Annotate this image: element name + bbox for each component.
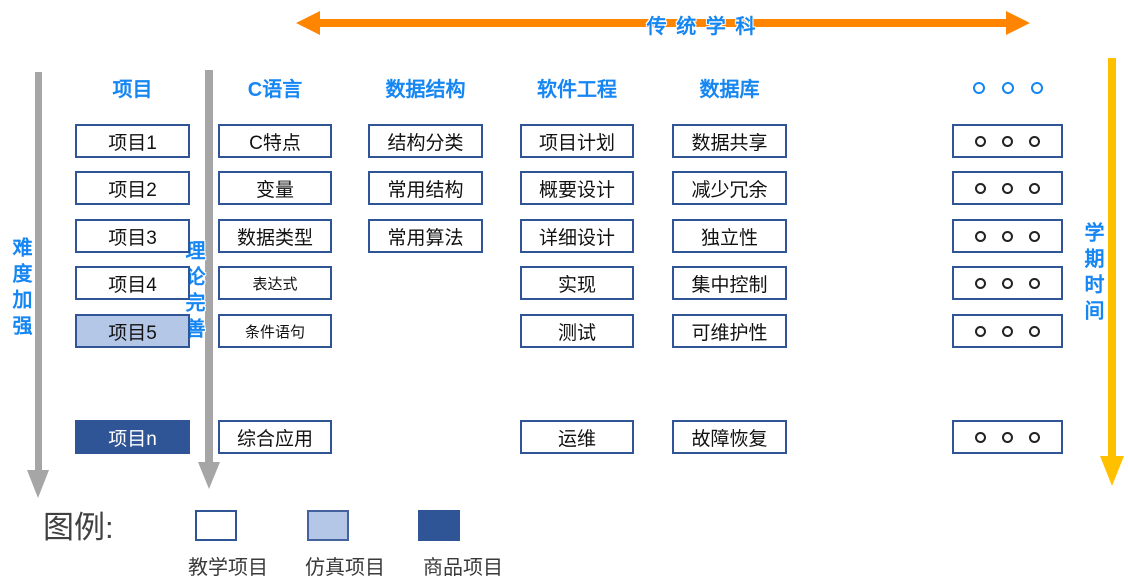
ellipsis-box [952, 171, 1063, 205]
dot-icon [975, 230, 986, 242]
ellipsis-box [952, 314, 1063, 348]
dot-icon [1030, 82, 1043, 94]
legend-label-commercial: 商品项目 [423, 557, 503, 579]
project-box-commercial: 项目n [75, 420, 190, 454]
dot-icon [1029, 325, 1040, 337]
dot-icon [1029, 277, 1040, 289]
ellipsis-box [952, 124, 1063, 158]
theory-axis-line [205, 70, 213, 462]
column-header-database: 数据库 [699, 79, 760, 101]
topic-box: 运维 [520, 420, 634, 454]
column-header-data-structure: 数据结构 [385, 79, 466, 101]
dot-icon [1001, 82, 1014, 94]
dot-icon [1002, 135, 1013, 147]
topic-box: 数据共享 [672, 124, 787, 158]
topic-box: 可维护性 [672, 314, 787, 348]
topic-box: 综合应用 [218, 420, 332, 454]
arrow-right-icon [1006, 11, 1030, 35]
topic-box: 实现 [520, 266, 634, 300]
dot-icon [1029, 431, 1040, 443]
topic-box: 概要设计 [520, 171, 634, 205]
dot-icon [972, 82, 985, 94]
ellipsis-box [952, 219, 1063, 253]
dot-icon [975, 325, 986, 337]
project-box: 项目2 [75, 171, 190, 205]
project-box-simulation: 项目5 [75, 314, 190, 348]
legend-swatch-teaching [195, 510, 237, 541]
topic-box: 独立性 [672, 219, 787, 253]
dot-icon [1002, 230, 1013, 242]
semester-time-axis-line [1108, 58, 1116, 456]
dot-icon [1029, 230, 1040, 242]
arrow-down-icon [27, 470, 49, 498]
topic-box: 详细设计 [520, 219, 634, 253]
legend-swatch-commercial [418, 510, 460, 541]
dot-icon [975, 277, 986, 289]
dot-icon [1002, 431, 1013, 443]
semester-time-label: 学期时间 [1081, 222, 1103, 326]
dot-icon [1002, 182, 1013, 194]
column-header-software-engineering: 软件工程 [537, 79, 617, 101]
ellipsis-box [952, 266, 1063, 300]
topic-box: 减少冗余 [672, 171, 787, 205]
arrow-down-icon [1100, 456, 1124, 486]
legend-label-simulation: 仿真项目 [305, 557, 385, 579]
ellipsis-box [952, 420, 1063, 454]
legend-label-teaching: 教学项目 [188, 557, 268, 579]
arrow-down-icon [198, 462, 220, 489]
arrow-left-icon [296, 11, 320, 35]
topic-box: 条件语句 [218, 314, 332, 348]
dot-icon [975, 135, 986, 147]
dot-icon [1002, 325, 1013, 337]
dot-icon [1002, 277, 1013, 289]
topic-box: C特点 [218, 124, 332, 158]
topic-box: 变量 [218, 171, 332, 205]
column-header-ellipsis [952, 82, 1063, 94]
project-box: 项目1 [75, 124, 190, 158]
topic-box: 表达式 [218, 266, 332, 300]
traditional-disciplines-axis-line [318, 19, 1006, 27]
project-box: 项目3 [75, 219, 190, 253]
topic-box: 数据类型 [218, 219, 332, 253]
dot-icon [1029, 182, 1040, 194]
dot-icon [975, 431, 986, 443]
topic-box: 故障恢复 [672, 420, 787, 454]
difficulty-axis-line [35, 72, 42, 470]
topic-box: 常用结构 [368, 171, 483, 205]
dot-icon [1029, 135, 1040, 147]
topic-box: 常用算法 [368, 219, 483, 253]
dot-icon [975, 182, 986, 194]
topic-box: 项目计划 [520, 124, 634, 158]
difficulty-label: 难度加强 [9, 237, 31, 341]
column-header-project: 项目 [112, 79, 153, 101]
legend-swatch-simulation [307, 510, 349, 541]
topic-box: 测试 [520, 314, 634, 348]
topic-box: 集中控制 [672, 266, 787, 300]
topic-box: 结构分类 [368, 124, 483, 158]
legend-title: 图例: [43, 510, 114, 545]
traditional-disciplines-label: 传 统 学 科 [646, 16, 758, 38]
project-box: 项目4 [75, 266, 190, 300]
column-header-c-language: C语言 [247, 79, 303, 101]
